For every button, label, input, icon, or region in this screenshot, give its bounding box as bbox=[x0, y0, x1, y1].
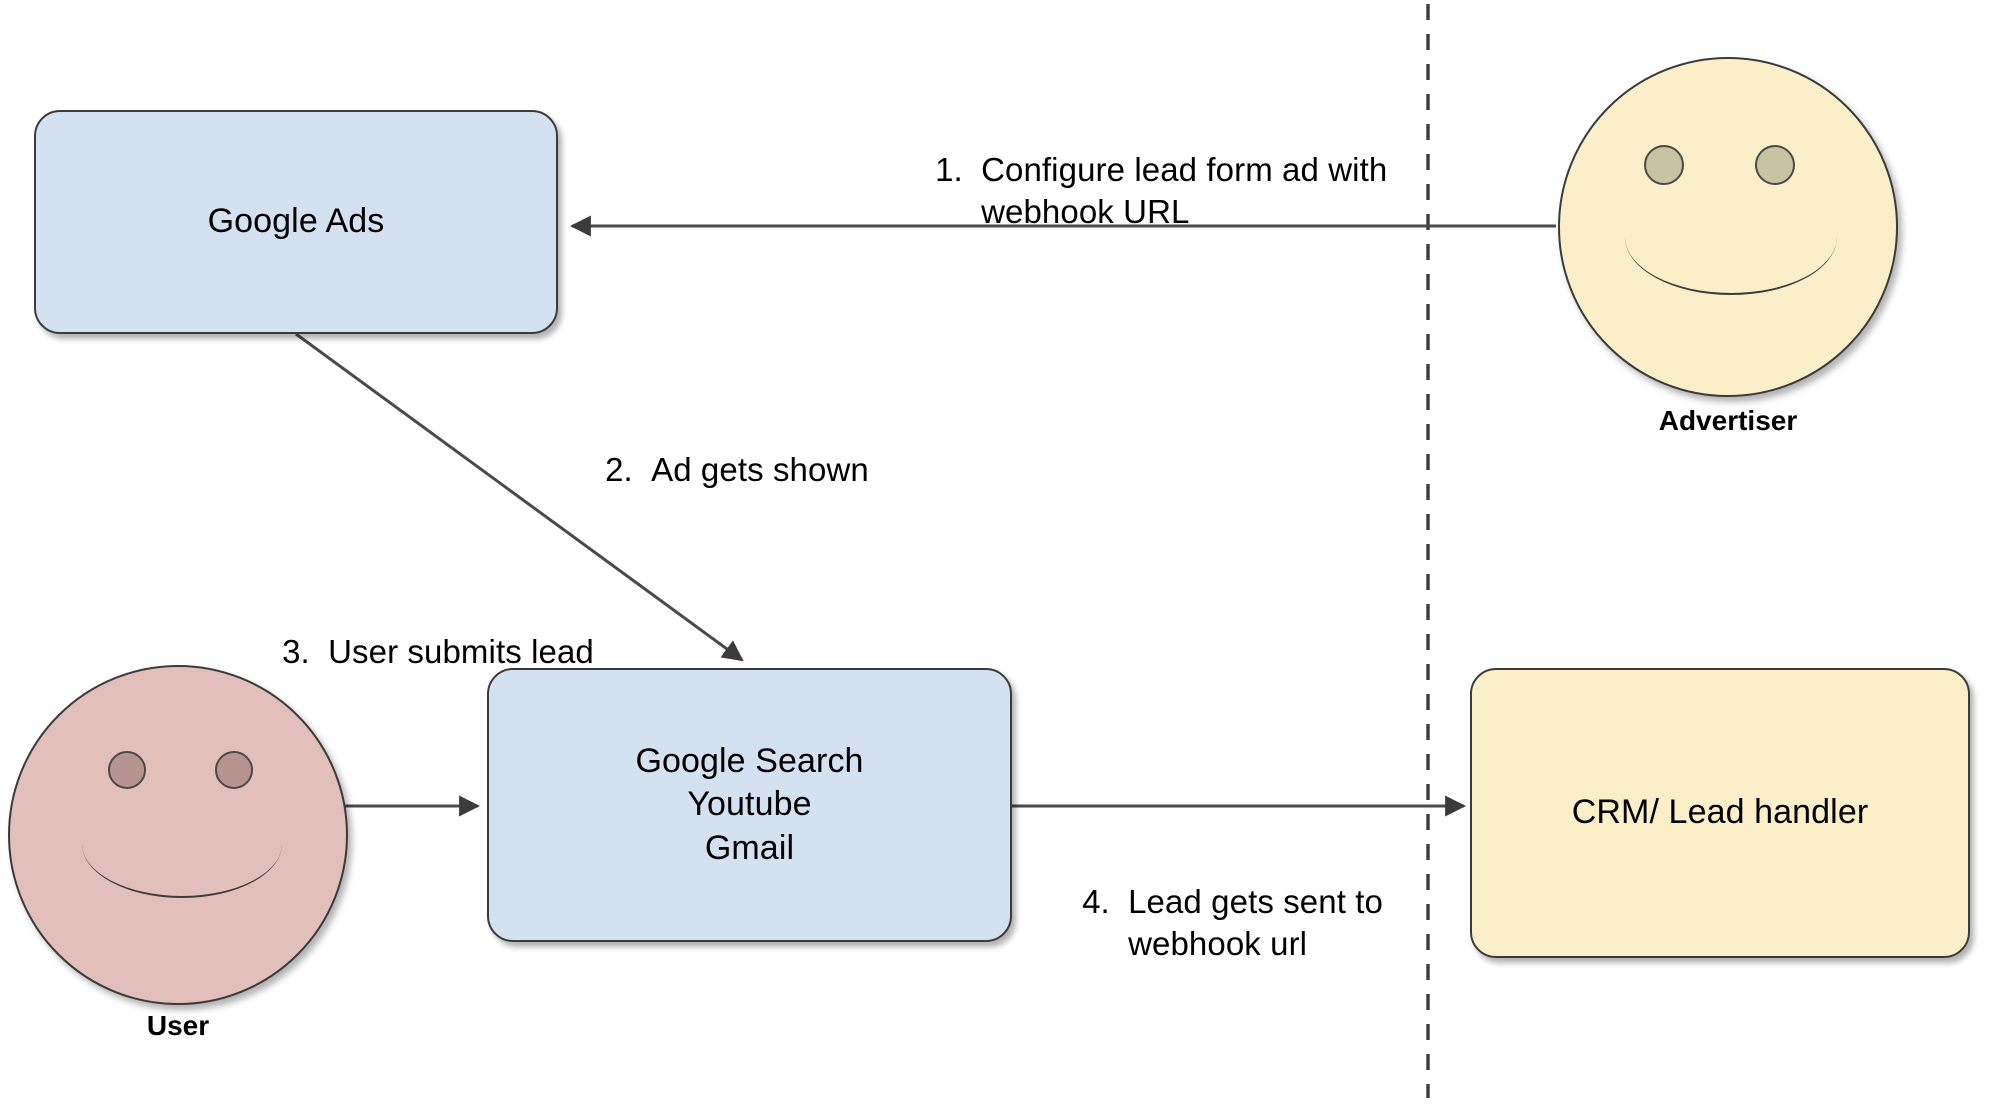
edge-label-1-number: 1. bbox=[935, 151, 963, 189]
edge-label-4-number: 4. bbox=[1082, 883, 1110, 921]
user-smile-icon bbox=[82, 844, 282, 898]
node-advertiser[interactable] bbox=[1558, 57, 1898, 397]
edge-label-2-line-1: Ad gets shown bbox=[651, 451, 869, 489]
node-crm-label: CRM/ Lead handler bbox=[1571, 793, 1869, 832]
edge-label-2: 2. Ad gets shown bbox=[568, 408, 869, 532]
advertiser-right-eye-icon bbox=[1755, 145, 1795, 185]
node-advertiser-caption: Advertiser bbox=[1658, 405, 1798, 436]
node-user[interactable] bbox=[8, 665, 348, 1005]
advertiser-left-eye-icon bbox=[1644, 145, 1684, 185]
node-google-ads-label: Google Ads bbox=[207, 202, 385, 241]
node-user-caption: User bbox=[146, 1010, 210, 1041]
edge-label-1-line-1: Configure lead form ad with bbox=[981, 151, 1388, 189]
node-google-properties[interactable]: Google Search Youtube Gmail bbox=[487, 668, 1012, 942]
edge-label-2-number: 2. bbox=[605, 451, 633, 489]
user-right-eye-icon bbox=[215, 751, 253, 789]
node-google-properties-label: Google Search Youtube Gmail bbox=[635, 741, 864, 867]
user-left-eye-icon bbox=[108, 751, 146, 789]
edge-label-3: 3. User submits lead bbox=[245, 590, 594, 714]
node-google-ads[interactable]: Google Ads bbox=[34, 110, 558, 334]
node-crm[interactable]: CRM/ Lead handler bbox=[1470, 668, 1970, 958]
edge-label-3-line-1: User submits lead bbox=[328, 633, 594, 671]
edge-label-4-line-2: webhook url bbox=[1128, 924, 1308, 962]
advertiser-smile-icon bbox=[1625, 237, 1837, 295]
edge-label-4-line-1: Lead gets sent to bbox=[1128, 883, 1383, 921]
edge-label-3-number: 3. bbox=[282, 633, 310, 671]
edge-label-1-line-2: webhook URL bbox=[981, 192, 1190, 230]
